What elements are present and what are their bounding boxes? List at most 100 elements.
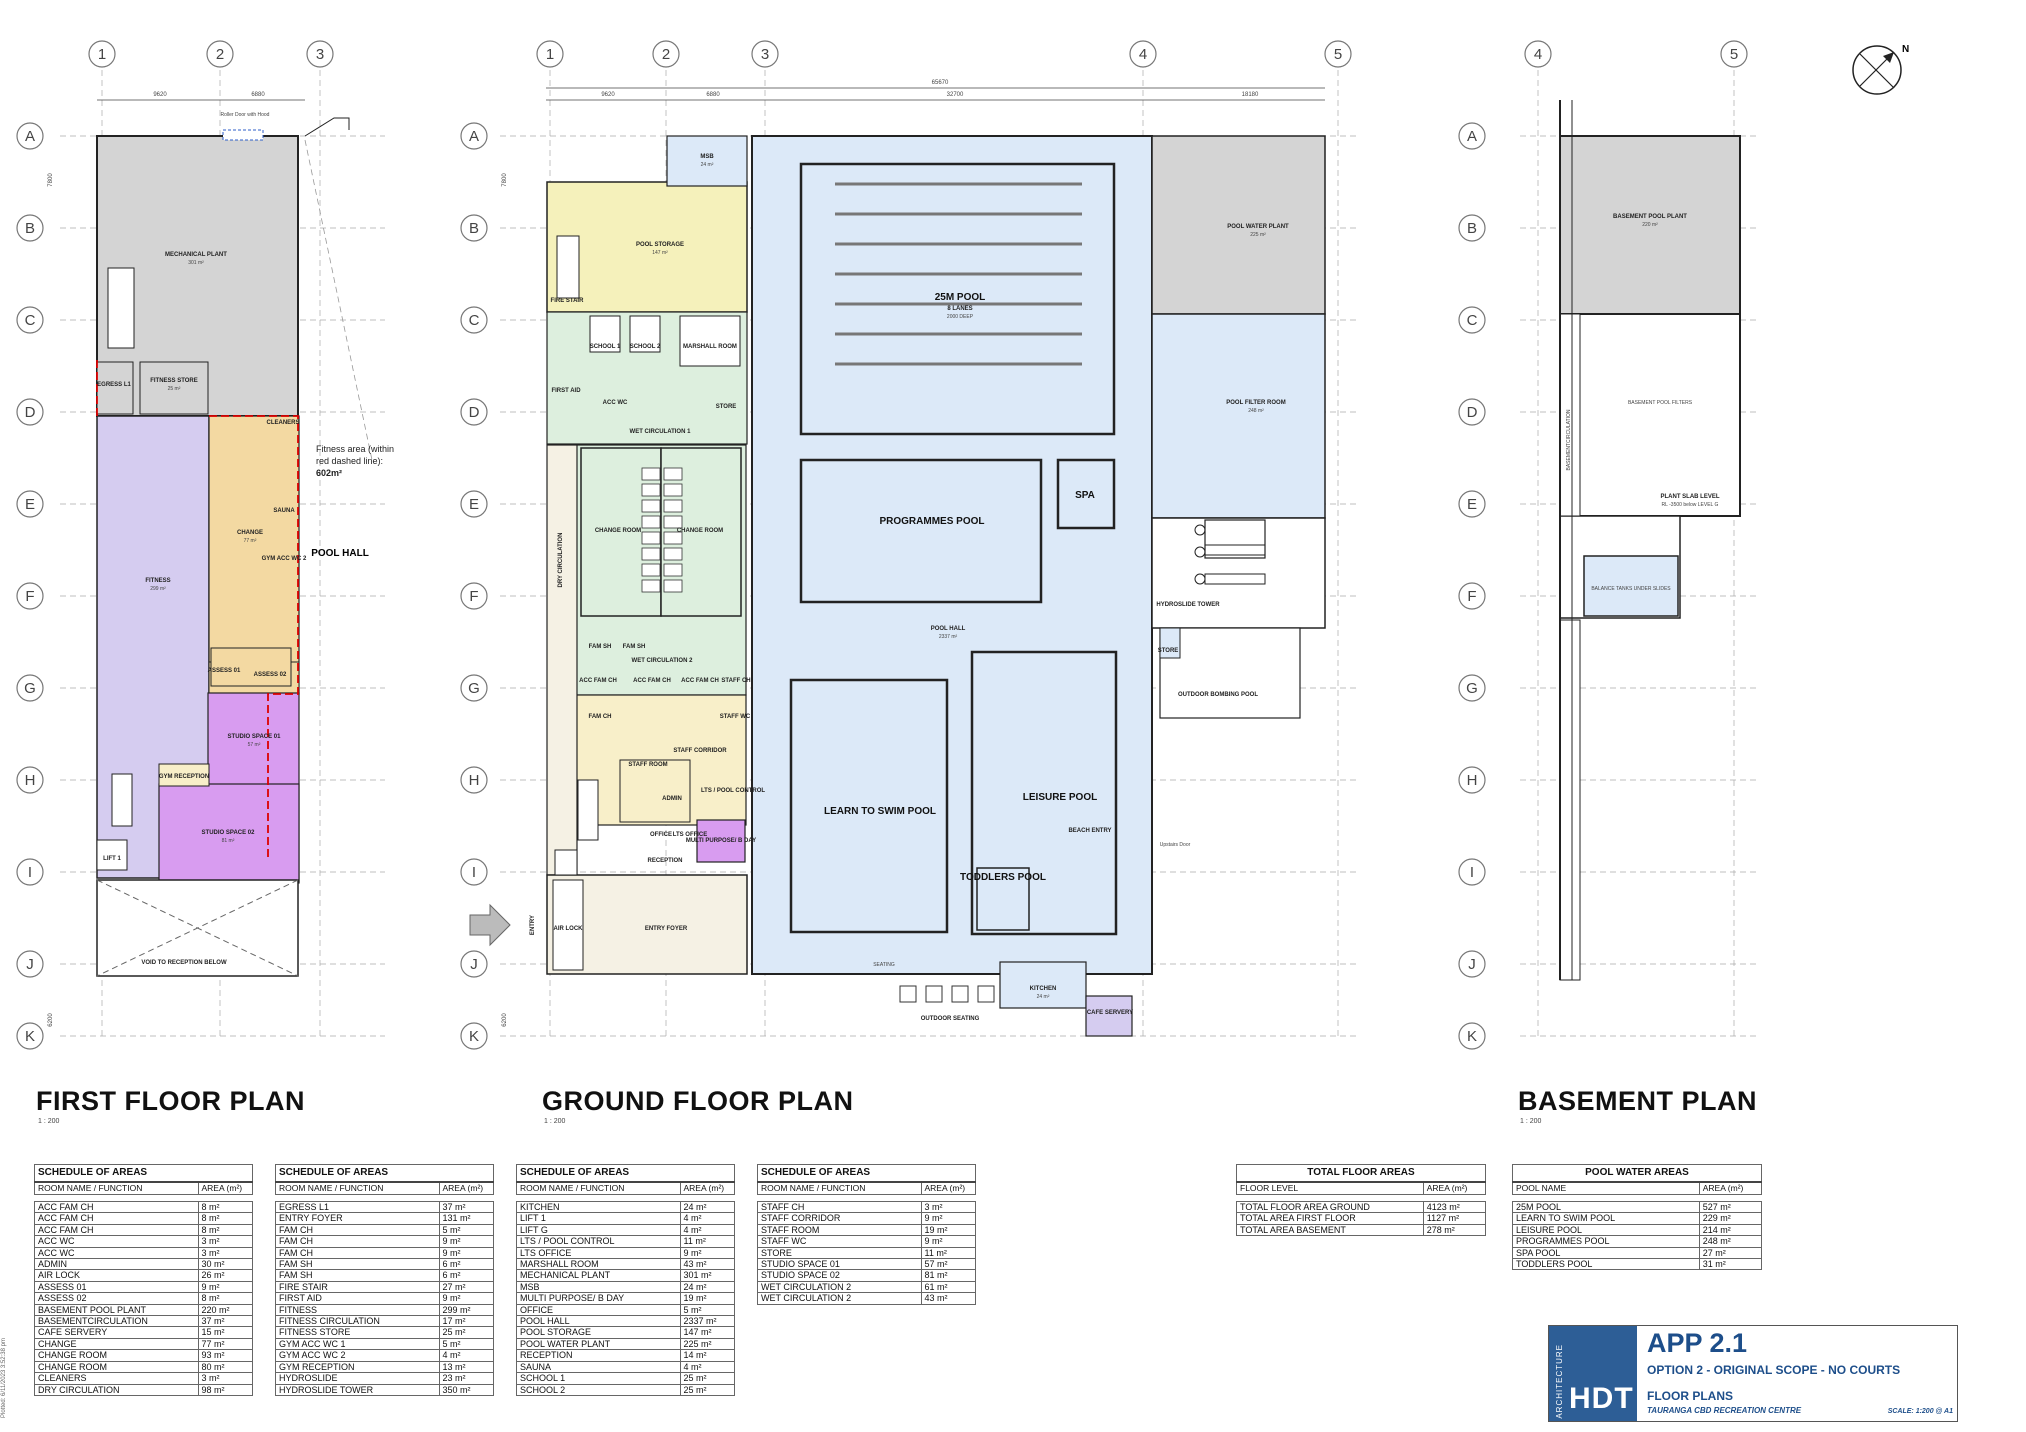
room-label: LTS / POOL CONTROL bbox=[701, 788, 765, 794]
grid-bubble-row: I bbox=[1458, 858, 1486, 886]
grid-bubble-row: G bbox=[1458, 674, 1486, 702]
grid-bubble-row: G bbox=[460, 674, 488, 702]
room-label: DRY CIRCULATION bbox=[558, 533, 564, 588]
grid-bubble-col: 5 bbox=[1720, 40, 1748, 68]
column-header: AREA (m²) bbox=[679, 1181, 735, 1195]
grid-bubble-label: F bbox=[25, 588, 34, 605]
grid-bubble-col: 3 bbox=[306, 40, 334, 68]
cell-name: FAM CH bbox=[275, 1235, 440, 1248]
dimension: 18180 bbox=[1242, 92, 1259, 98]
cell-area: 350 m² bbox=[438, 1383, 494, 1396]
room-area: 24 m² bbox=[701, 162, 714, 168]
cell-area: 9 m² bbox=[920, 1212, 976, 1225]
room-area: 81 m² bbox=[222, 838, 235, 844]
room-label: MULTI PURPOSE/ B DAY bbox=[686, 838, 756, 844]
cell-name: LEARN TO SWIM POOL bbox=[1512, 1212, 1700, 1225]
cell-area: 6 m² bbox=[438, 1269, 494, 1282]
room-label: STORE bbox=[1158, 648, 1179, 654]
cell-area: 4 m² bbox=[438, 1349, 494, 1362]
pool-label: TODDLERS POOL bbox=[960, 872, 1046, 883]
grid-bubble-label: B bbox=[25, 220, 35, 237]
pool-label: 25M POOL bbox=[935, 292, 986, 303]
room-label: SCHOOL 2 bbox=[630, 344, 661, 350]
cell-name: MARSHALL ROOM bbox=[516, 1258, 681, 1271]
cell-name: LIFT G bbox=[516, 1223, 681, 1237]
grid-bubble-row: B bbox=[460, 214, 488, 242]
cell-name: BASEMENTCIRCULATION bbox=[34, 1315, 199, 1328]
grid-bubble-label: D bbox=[1467, 404, 1478, 421]
room-area: 220 m² bbox=[1642, 222, 1658, 228]
cell-area: 225 m² bbox=[679, 1337, 735, 1351]
grid-bubble-col: 2 bbox=[652, 40, 680, 68]
grid-bubble-label: A bbox=[25, 128, 35, 145]
cell-area: 5 m² bbox=[679, 1303, 735, 1317]
cell-name: CHANGE ROOM bbox=[34, 1349, 199, 1362]
dimension: 7800 bbox=[48, 173, 54, 187]
room-label: FAM SH bbox=[589, 644, 612, 650]
cell-area: 2337 m² bbox=[679, 1315, 735, 1328]
ground-floor-plan: MSB 24 m² POOL STORAGE 147 m² FIRE STAIR… bbox=[469, 135, 1326, 1037]
grid-bubble-label: F bbox=[469, 588, 478, 605]
north-arrow-icon: N bbox=[1852, 44, 1909, 95]
room-label: FITNESS bbox=[145, 578, 170, 584]
cell-name: STAFF CORRIDOR bbox=[757, 1212, 922, 1225]
room-label: STAFF ROOM bbox=[628, 762, 667, 768]
room-label: KITCHEN bbox=[1030, 986, 1057, 992]
basement-plan: BASEMENT POOL PLANT 220 m² BASEMENT POOL… bbox=[1559, 100, 1741, 981]
grid-bubble-row: F bbox=[16, 582, 44, 610]
dimension: 65670 bbox=[932, 80, 949, 86]
grid-bubble-label: E bbox=[1467, 496, 1477, 513]
dimension: 6200 bbox=[48, 1013, 54, 1027]
cell-name: LTS OFFICE bbox=[516, 1246, 681, 1260]
cell-name: STUDIO SPACE 01 bbox=[757, 1258, 922, 1271]
cell-area: 43 m² bbox=[920, 1292, 976, 1305]
cell-name: ASSESS 01 bbox=[34, 1280, 199, 1294]
title-block: ARCHITECTURE HDT APP 2.1 OPTION 2 - ORIG… bbox=[1548, 1325, 1958, 1422]
room-label: POOL STORAGE bbox=[636, 242, 684, 248]
cell-name: ACC WC bbox=[34, 1235, 199, 1248]
pool-label: 8 LANES bbox=[947, 306, 972, 312]
cell-area: 278 m² bbox=[1422, 1223, 1487, 1237]
room-label: POOL FILTER ROOM bbox=[1226, 400, 1285, 406]
grid-bubble-label: E bbox=[25, 496, 35, 513]
cell-area: 3 m² bbox=[197, 1372, 253, 1385]
room-area: 77 m² bbox=[244, 538, 257, 544]
room-label: CHANGE ROOM bbox=[595, 528, 641, 534]
logo-wordmark: HDT bbox=[1569, 1382, 1634, 1415]
room-label: CHANGE bbox=[237, 530, 263, 536]
room-label: SCHOOL 1 bbox=[590, 344, 621, 350]
column-header: AREA (m²) bbox=[1698, 1181, 1763, 1195]
grid-bubble-col: 3 bbox=[751, 40, 779, 68]
room-label: BALANCE TANKS UNDER SLIDES bbox=[1591, 586, 1671, 592]
dimension: 9620 bbox=[153, 92, 167, 98]
pool-lane-markings bbox=[835, 182, 1082, 366]
room-label: STUDIO SPACE 01 bbox=[228, 734, 282, 740]
cell-name: CAFE SERVERY bbox=[34, 1326, 199, 1339]
grid-bubble-col: 4 bbox=[1524, 40, 1552, 68]
grid-bubble-label: K bbox=[469, 1028, 479, 1045]
ground-floor-scale: 1 : 200 bbox=[544, 1118, 566, 1125]
grid-bubble-row: K bbox=[1458, 1022, 1486, 1050]
cell-area: 9 m² bbox=[920, 1235, 976, 1248]
grid-bubble-row: E bbox=[1458, 490, 1486, 518]
cell-area: 43 m² bbox=[679, 1258, 735, 1271]
